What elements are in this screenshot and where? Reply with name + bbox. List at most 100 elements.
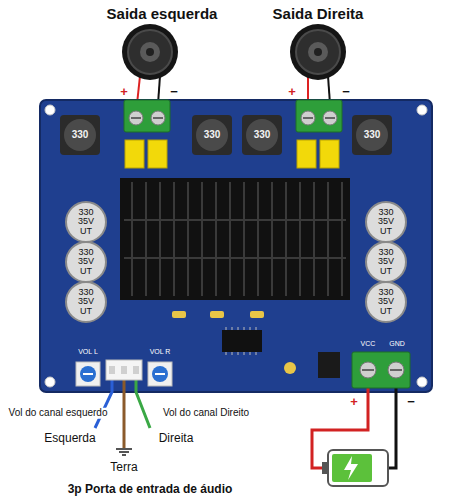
small-components-part (318, 352, 340, 378)
small-components-part-part (256, 327, 257, 330)
circuit-board-part (45, 377, 55, 387)
speaker-terminal-part (296, 100, 342, 132)
heatsink-part-part (131, 182, 133, 296)
inductor-value: 330 (72, 130, 89, 141)
heatsink-part-part (124, 257, 346, 259)
audio-input-wires-part (136, 380, 150, 428)
audio-input-connector-part (121, 366, 127, 374)
channel-label: Direita (159, 432, 194, 445)
silkscreen-label: VCC (361, 340, 376, 347)
small-components-part (210, 311, 224, 318)
speaker-right (290, 24, 346, 104)
speaker-right-part (314, 48, 322, 56)
power-terminal-part (388, 362, 404, 378)
heatsink-part-part (229, 182, 231, 296)
volume-potentiometer-part (152, 366, 168, 382)
speaker-terminal-part (303, 117, 313, 119)
speaker-terminal-part (301, 111, 315, 125)
heatsink-part-part (187, 182, 189, 296)
heatsink-part-part (257, 182, 259, 296)
volume-potentiometer-part (148, 362, 172, 386)
polarity-sign: − (170, 85, 178, 99)
circuit-board-part (45, 105, 55, 115)
speaker-terminal-part (151, 111, 165, 125)
speaker-terminal-part (153, 117, 163, 119)
inductor-part (246, 119, 278, 151)
audio-input-connector-part (106, 360, 142, 380)
inductor-part (242, 115, 282, 155)
speaker-left-part (140, 42, 160, 62)
heatsink-part-part (201, 182, 203, 296)
speaker-left (122, 24, 178, 104)
audio-input-connector-part (109, 366, 115, 374)
circuit-board-part (417, 105, 427, 115)
film-capacitor-part (320, 140, 339, 168)
speaker-terminal-part (131, 117, 141, 119)
speaker-right-part (308, 42, 328, 62)
small-components-part (250, 311, 264, 318)
volume-note: Vol do canal esquerdo (7, 408, 110, 419)
silkscreen-label: VOL R (150, 348, 171, 355)
film-capacitor (125, 140, 339, 168)
audio-input-connector (106, 360, 142, 380)
inductor-part (60, 115, 100, 155)
battery-part (328, 450, 388, 486)
inductor-part (192, 115, 232, 155)
audio-input-wires-part (123, 380, 126, 448)
electrolytic-capacitor-part (66, 202, 106, 242)
battery (322, 450, 388, 486)
electrolytic-capacitor-part (66, 242, 106, 282)
small-components-part-part (226, 352, 227, 355)
volume-note: Vol do canal Direito (161, 408, 251, 419)
small-components-part-part (238, 352, 239, 355)
electrolytic-capacitor-part (66, 282, 106, 322)
audio-input-connector-part (133, 366, 139, 374)
heatsink (120, 178, 350, 300)
output-title: Saida esquerda (107, 6, 218, 22)
audio-input-wires-part (122, 454, 126, 456)
inductor-value: 330 (254, 130, 271, 141)
inductor (60, 115, 392, 155)
capacitor-rating: 330 35V UT (374, 208, 398, 236)
small-components-part (284, 362, 296, 374)
small-components-part-part (244, 352, 245, 355)
film-capacitor-part (148, 140, 167, 168)
small-components-part-part (232, 352, 233, 355)
polarity-sign: + (350, 395, 358, 409)
inductor-part (356, 119, 388, 151)
input-port-note: 3p Porta de entrada de áudio (68, 483, 233, 496)
capacitor-rating: 330 35V UT (374, 288, 398, 316)
polarity-sign: + (120, 85, 128, 99)
heatsink-part-part (271, 182, 273, 296)
heatsink-part-part (313, 182, 315, 296)
volume-potentiometer-part (80, 366, 96, 382)
heatsink-part-part (243, 182, 245, 296)
small-components-part-part (244, 327, 245, 330)
electrolytic-capacitor-part (366, 202, 406, 242)
speaker-terminal-part (124, 100, 170, 132)
speaker-terminal-part (129, 111, 143, 125)
capacitor-rating: 330 35V UT (374, 248, 398, 276)
heatsink-part-part (215, 182, 217, 296)
circuit-board-part (40, 100, 432, 392)
heatsink-part-part (145, 182, 147, 296)
volume-potentiometer-part (83, 373, 93, 375)
electrolytic-capacitor-part (366, 282, 406, 322)
inductor-part (352, 115, 392, 155)
small-components-part-part (256, 352, 257, 355)
heatsink-part-part (285, 182, 287, 296)
power-terminal-part (360, 362, 376, 378)
polarity-sign: − (407, 395, 415, 409)
output-title: Saida Direita (273, 6, 364, 22)
battery-part (344, 456, 358, 480)
volume-potentiometer-part (155, 373, 165, 375)
speaker-terminal-part (323, 111, 337, 125)
inductor-value: 330 (364, 130, 381, 141)
capacitor-rating: 330 35V UT (74, 248, 98, 276)
power-terminal (352, 352, 410, 388)
small-components-part-part (250, 327, 251, 330)
heatsink-part-part (327, 182, 329, 296)
heatsink-part-part (124, 219, 346, 221)
